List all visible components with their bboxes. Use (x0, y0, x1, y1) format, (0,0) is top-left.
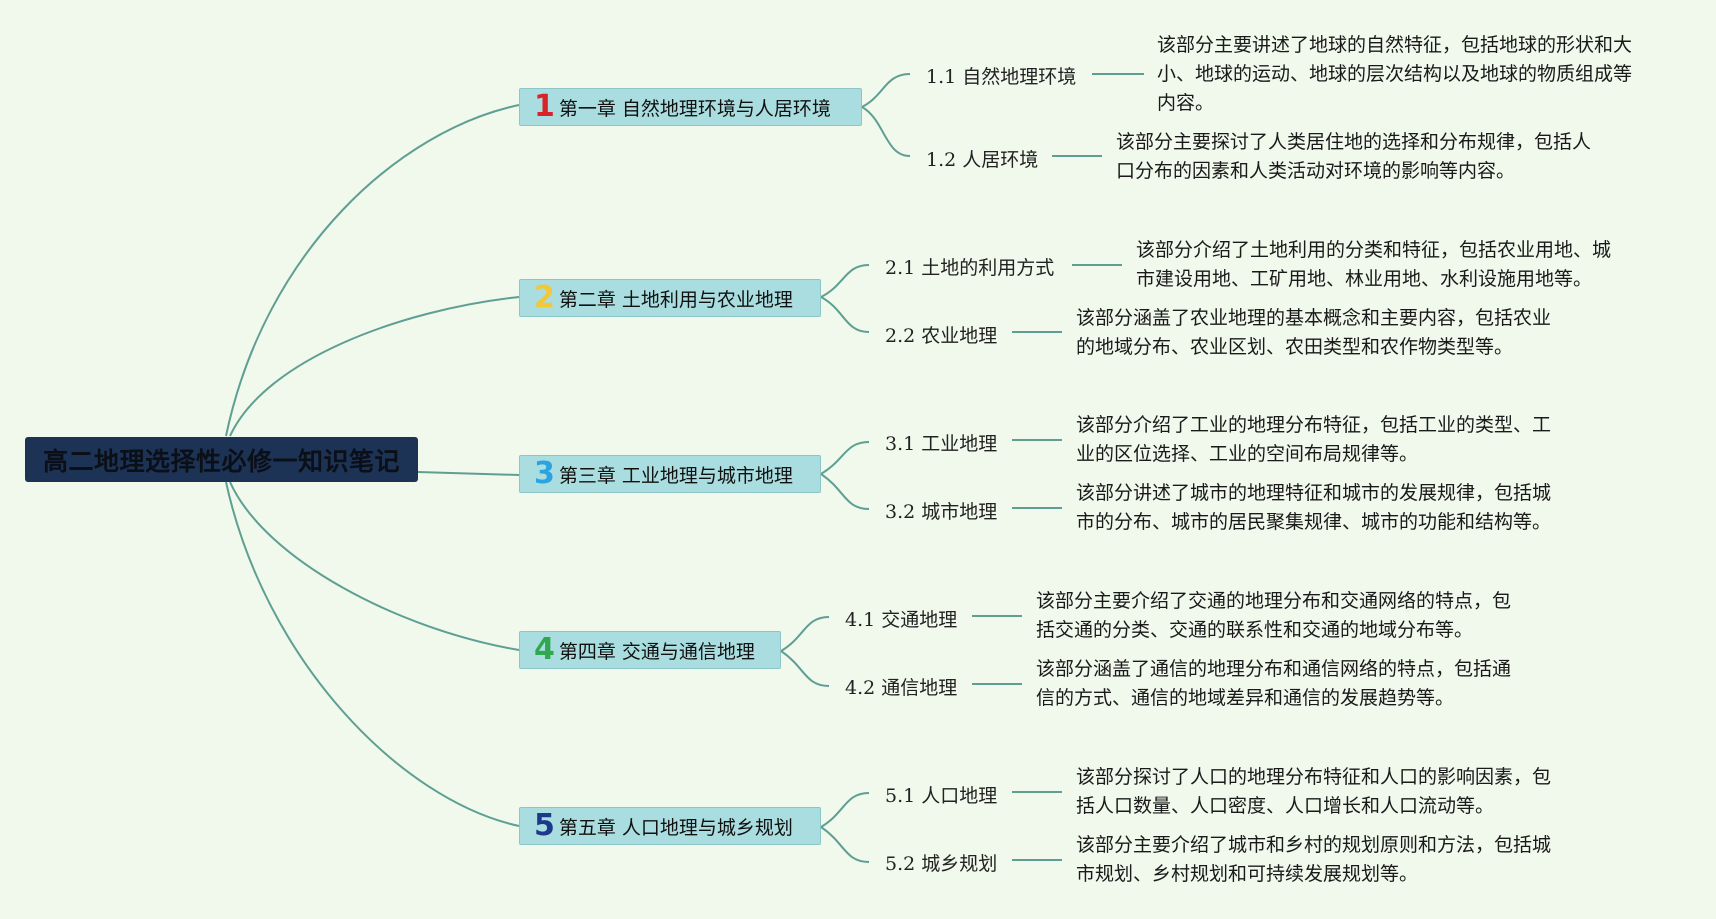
description-2-2: 该部分涵盖了农业地理的基本概念和主要内容，包括农业 的地域分布、农业区划、农田类… (1076, 304, 1551, 362)
description-line: 市规划、乡村规划和可持续发展规划等。 (1076, 863, 1419, 885)
chapter-4-topic[interactable]: 4 第四章 交通与通信地理 (519, 631, 781, 669)
description-2-1: 该部分介绍了土地利用的分类和特征，包括农业用地、城 市建设用地、工矿用地、林业用… (1136, 236, 1611, 294)
connector-ch3-sub2 (820, 473, 870, 510)
description-line: 内容。 (1157, 92, 1215, 114)
chapter-1-topic[interactable]: 1 第一章 自然地理环境与人居环境 (519, 88, 862, 126)
connector-ch5-sub2 (820, 826, 870, 863)
chapter-4-number: 4 (534, 632, 555, 667)
connector-root-ch2 (229, 296, 520, 437)
description-line: 该部分主要介绍了城市和乡村的规划原则和方法，包括城 (1076, 834, 1552, 856)
subtopic-1-1[interactable]: 1.1 自然地理环境 (926, 66, 1077, 88)
chapter-5-label: 第五章 人口地理与城乡规划 (558, 816, 793, 839)
chapter-2-topic[interactable]: 2 第二章 土地利用与农业地理 (519, 279, 821, 317)
chapter-3-number: 3 (534, 456, 555, 491)
description-line: 该部分涵盖了通信的地理分布和通信网络的特点，包括通 (1036, 658, 1512, 680)
description-line: 该部分介绍了土地利用的分类和特征，包括农业用地、城 (1136, 239, 1612, 261)
subtopic-3-1[interactable]: 3.1 工业地理 (885, 433, 998, 455)
description-4-1: 该部分主要介绍了交通的地理分布和交通网络的特点，包 括交通的分类、交通的联系性和… (1036, 587, 1511, 645)
chapter-2-number: 2 (534, 280, 555, 315)
chapter-1-number: 1 (534, 89, 555, 124)
description-line: 该部分介绍了工业的地理分布特征，包括工业的类型、工 (1076, 414, 1552, 436)
subtopic-3-2[interactable]: 3.2 城市地理 (885, 501, 998, 523)
description-5-1: 该部分探讨了人口的地理分布特征和人口的影响因素，包 括人口数量、人口密度、人口增… (1076, 763, 1551, 821)
description-line: 的地域分布、农业区划、农田类型和农作物类型等。 (1076, 336, 1514, 358)
description-line: 该部分涵盖了农业地理的基本概念和主要内容，包括农业 (1076, 307, 1552, 329)
subtopic-2-2[interactable]: 2.2 农业地理 (885, 325, 998, 347)
description-line: 括交通的分类、交通的联系性和交通的地域分布等。 (1036, 619, 1474, 641)
chapter-3-label: 第三章 工业地理与城市地理 (558, 464, 793, 487)
description-line: 市的分布、城市的居民聚集规律、城市的功能和结构等。 (1076, 511, 1552, 533)
description-line: 口分布的因素和人类活动对环境的影响等内容。 (1116, 160, 1516, 182)
chapter-4-label: 第四章 交通与通信地理 (558, 640, 755, 663)
description-line: 括人口数量、人口密度、人口增长和人口流动等。 (1076, 795, 1495, 817)
connector-ch3-sub1 (820, 441, 870, 475)
connector-ch1-sub2 (861, 106, 911, 157)
description-4-2: 该部分涵盖了通信的地理分布和通信网络的特点，包括通 信的方式、通信的地域差异和通… (1036, 655, 1511, 713)
root-topic[interactable]: 高二地理选择性必修一知识笔记 (25, 437, 418, 482)
connector-ch1-sub1 (861, 73, 911, 108)
connector-root-ch3 (417, 471, 520, 476)
description-3-2: 该部分讲述了城市的地理特征和城市的发展规律，包括城 市的分布、城市的居民聚集规律… (1076, 479, 1551, 537)
description-line: 该部分探讨了人口的地理分布特征和人口的影响因素，包 (1076, 766, 1552, 788)
subtopic-1-2[interactable]: 1.2 人居环境 (926, 149, 1039, 171)
chapter-1-label: 第一章 自然地理环境与人居环境 (558, 97, 831, 120)
connector-root-ch4 (229, 481, 520, 651)
connector-ch5-sub1 (820, 792, 870, 828)
subtopic-5-1[interactable]: 5.1 人口地理 (885, 785, 998, 807)
description-line: 该部分主要讲述了地球的自然特征，包括地球的形状和大 (1157, 34, 1633, 56)
description-5-2: 该部分主要介绍了城市和乡村的规划原则和方法，包括城 市规划、乡村规划和可持续发展… (1076, 831, 1551, 889)
connector-ch2-sub1 (820, 264, 870, 298)
description-1-1: 该部分主要讲述了地球的自然特征，包括地球的形状和大 小、地球的运动、地球的层次结… (1157, 31, 1632, 118)
connector-root-ch5 (225, 481, 520, 827)
chapter-2-label: 第二章 土地利用与农业地理 (558, 288, 793, 311)
connector-ch4-sub2 (780, 650, 830, 687)
description-line: 信的方式、通信的地域差异和通信的发展趋势等。 (1036, 687, 1455, 709)
connector-root-ch1 (225, 104, 520, 437)
description-line: 市建设用地、工矿用地、林业用地、水利设施用地等。 (1136, 268, 1593, 290)
subtopic-2-1[interactable]: 2.1 土地的利用方式 (885, 257, 1055, 279)
description-1-2: 该部分主要探讨了人类居住地的选择和分布规律，包括人 口分布的因素和人类活动对环境… (1116, 128, 1591, 186)
description-line: 该部分主要介绍了交通的地理分布和交通网络的特点，包 (1036, 590, 1512, 612)
subtopic-4-2[interactable]: 4.2 通信地理 (845, 677, 958, 699)
description-line: 该部分主要探讨了人类居住地的选择和分布规律，包括人 (1116, 131, 1592, 153)
description-3-1: 该部分介绍了工业的地理分布特征，包括工业的类型、工 业的区位选择、工业的空间布局… (1076, 411, 1551, 469)
subtopic-4-1[interactable]: 4.1 交通地理 (845, 609, 958, 631)
chapter-5-topic[interactable]: 5 第五章 人口地理与城乡规划 (519, 807, 821, 845)
description-line: 该部分讲述了城市的地理特征和城市的发展规律，包括城 (1076, 482, 1552, 504)
chapter-5-number: 5 (534, 808, 555, 843)
subtopic-5-2[interactable]: 5.2 城乡规划 (885, 853, 998, 875)
description-line: 小、地球的运动、地球的层次结构以及地球的物质组成等 (1157, 63, 1633, 85)
description-line: 业的区位选择、工业的空间布局规律等。 (1076, 443, 1419, 465)
connector-ch4-sub1 (780, 616, 830, 652)
chapter-3-topic[interactable]: 3 第三章 工业地理与城市地理 (519, 455, 821, 493)
connector-ch2-sub2 (820, 296, 870, 333)
